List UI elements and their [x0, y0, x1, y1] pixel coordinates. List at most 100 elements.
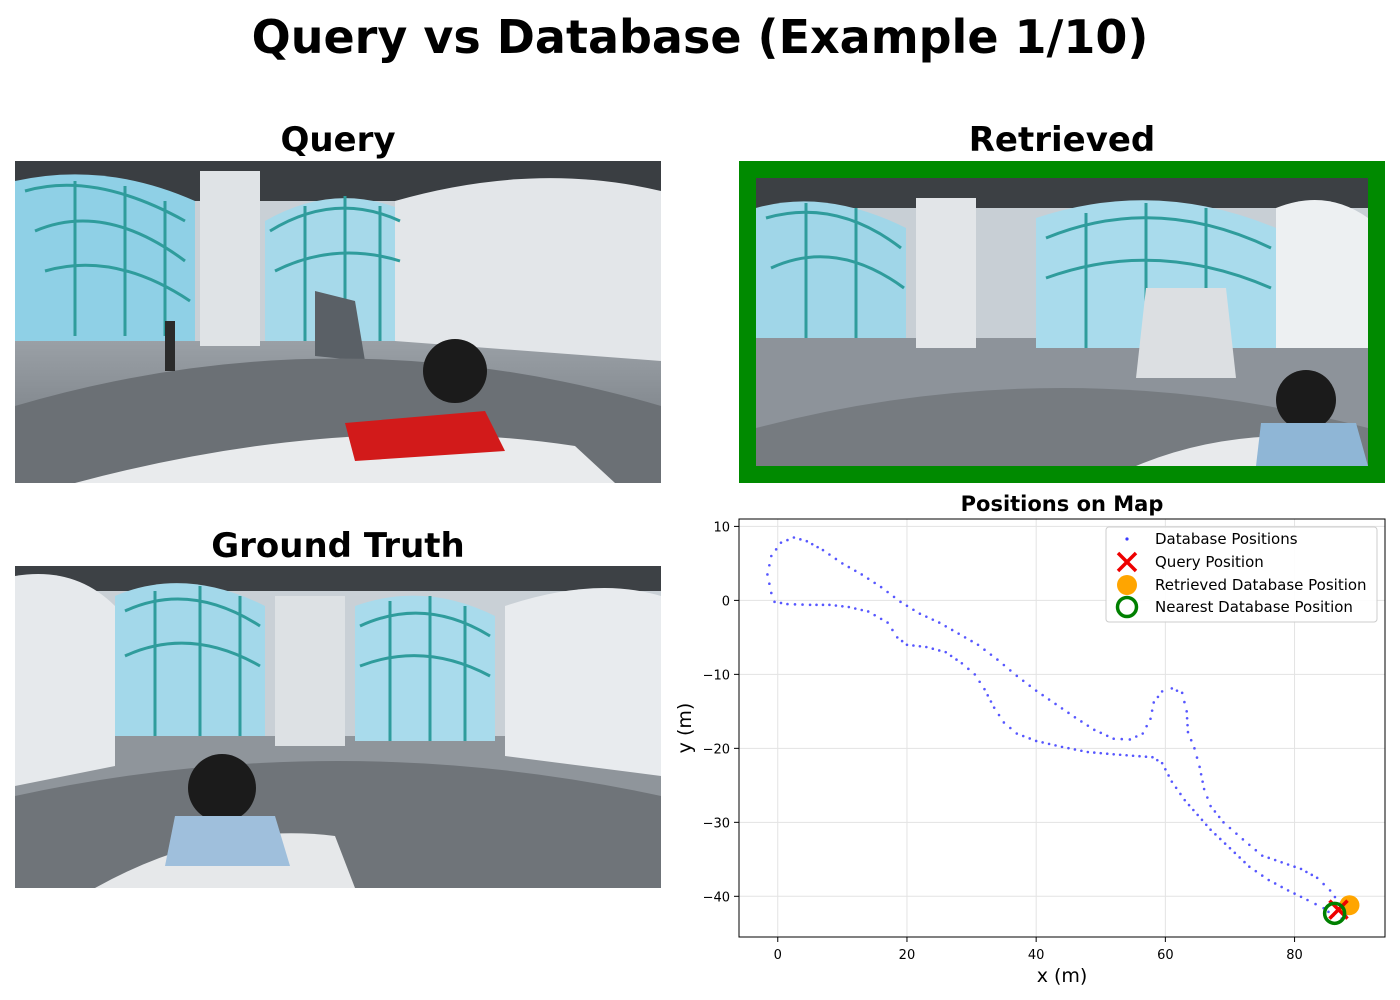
database-position-point [847, 565, 851, 569]
database-position-point [1152, 701, 1156, 704]
database-position-point [1170, 780, 1174, 783]
database-position-point [879, 617, 883, 621]
database-position-point [841, 604, 844, 608]
database-position-point [1306, 898, 1309, 902]
database-position-point [866, 577, 870, 580]
database-position-point [1305, 870, 1308, 874]
database-position-point [1206, 796, 1209, 799]
database-position-point [992, 706, 996, 709]
database-position-point [892, 595, 896, 599]
database-position-point [1286, 863, 1290, 866]
database-position-point [989, 700, 993, 703]
database-position-point [1299, 895, 1303, 899]
retrieved-panel-title: Retrieved [968, 120, 1156, 160]
database-position-point [1047, 742, 1051, 746]
x-tick-label: 0 [774, 948, 782, 963]
database-position-point [1193, 747, 1196, 750]
database-position-point [1150, 709, 1154, 712]
database-position-point [983, 648, 986, 652]
database-position-point [1047, 698, 1051, 701]
database-position-point [1174, 786, 1178, 790]
database-position-point [1067, 746, 1070, 750]
database-position-point [1222, 821, 1225, 824]
database-position-point [779, 601, 783, 605]
database-position-point [770, 554, 773, 558]
database-position-point [957, 632, 960, 635]
database-position-point [891, 628, 894, 632]
database-position-point [1280, 885, 1283, 889]
database-position-point [1328, 889, 1332, 892]
database-position-point [918, 612, 922, 615]
database-position-point [1175, 689, 1179, 692]
database-position-point [1073, 715, 1077, 719]
database-position-point [1086, 724, 1090, 727]
database-position-point [1145, 724, 1148, 728]
database-position-point [1254, 869, 1258, 873]
legend-nearest-label: Nearest Database Position [1155, 598, 1353, 616]
database-position-point [1195, 756, 1199, 759]
database-position-point [828, 603, 831, 607]
database-position-point [1202, 787, 1206, 791]
query-panel-title: Query [280, 120, 396, 160]
database-position-point [866, 610, 870, 613]
database-position-point [799, 538, 802, 541]
database-position-point [766, 573, 769, 576]
database-position-point [1167, 774, 1170, 777]
database-position-point [1028, 684, 1031, 688]
database-position-point [816, 545, 819, 549]
database-position-point [1155, 758, 1159, 762]
database-position-point [899, 600, 902, 604]
database-position-point [1034, 689, 1038, 692]
database-position-point [1149, 717, 1152, 721]
database-position-point [949, 654, 953, 658]
x-axis-label: x (m) [1037, 965, 1088, 987]
database-position-point [1322, 882, 1325, 886]
database-position-point [1213, 810, 1217, 813]
database-position-point [1080, 749, 1083, 753]
database-position-point [978, 680, 981, 684]
database-position-point [1315, 876, 1319, 880]
database-position-point [1099, 731, 1103, 735]
database-position-point [1009, 726, 1012, 730]
database-position-point [970, 639, 973, 643]
database-position-point [1093, 751, 1096, 754]
x-tick-label: 20 [899, 948, 916, 963]
database-position-point [1267, 856, 1271, 860]
legend-retrieved-label: Retrieved Database Position [1155, 576, 1367, 594]
database-position-point [1156, 695, 1160, 699]
database-position-point [1086, 750, 1090, 754]
database-position-point [1125, 753, 1128, 757]
database-position-point [1093, 728, 1096, 732]
database-position-point [918, 644, 922, 648]
database-position-point [768, 582, 771, 586]
database-position-point [1183, 700, 1186, 704]
database-position-point [1204, 823, 1208, 827]
database-position-point [1151, 755, 1154, 759]
database-position-point [808, 603, 812, 607]
database-position-point [1280, 860, 1283, 864]
database-position-point [1160, 690, 1164, 693]
database-position-point [997, 713, 1001, 717]
database-position-point [779, 541, 783, 544]
database-position-point [900, 639, 904, 643]
database-position-point [828, 553, 831, 556]
database-position-point [786, 602, 789, 606]
database-position-point [925, 615, 928, 618]
database-position-point [1189, 738, 1193, 742]
database-position-point [1218, 837, 1222, 841]
database-position-point [1187, 803, 1191, 807]
database-position-point [1112, 752, 1115, 756]
database-position-point [1186, 730, 1190, 734]
y-tick-label: 0 [722, 594, 730, 609]
database-position-point [1041, 741, 1044, 744]
database-position-point [1186, 723, 1189, 727]
legend-query-marker [1116, 551, 1138, 573]
y-tick-label: 10 [713, 520, 730, 535]
database-position-point [986, 694, 990, 697]
database-position-point [1199, 772, 1203, 776]
database-position-point [1214, 833, 1217, 836]
database-position-point [925, 645, 928, 649]
legend-nearest-marker [1115, 595, 1139, 619]
database-position-point [834, 557, 838, 561]
